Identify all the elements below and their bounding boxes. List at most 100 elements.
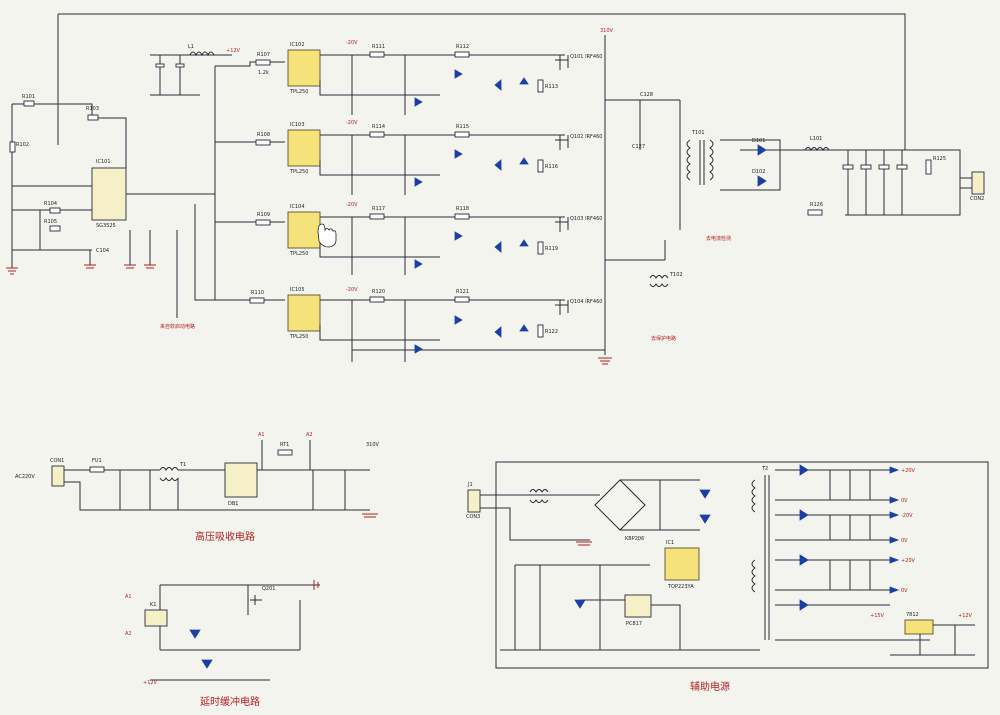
res-r111	[369, 51, 385, 58]
cap-out	[896, 164, 908, 170]
con1-label: CON1	[50, 458, 64, 464]
driver-channel-4: R110 IC105 TPL250 -20V R120 R121 R122 Q1…	[249, 287, 605, 362]
r116-label: R116	[545, 164, 558, 170]
res-r116	[537, 159, 544, 173]
mosfet-q104	[555, 300, 569, 315]
aux-feedback-wires	[500, 564, 760, 651]
top-bus-wire	[58, 13, 906, 150]
res-r108	[255, 139, 271, 146]
ground-symbol	[598, 357, 612, 365]
res-r120	[369, 296, 385, 303]
r101-label: R101	[22, 94, 35, 100]
zener-diode	[494, 241, 502, 253]
ic101-top-wires	[58, 103, 127, 168]
res-r104	[49, 207, 61, 214]
mosfet-q102	[555, 135, 569, 150]
con2-label: CON2	[970, 196, 984, 202]
t101-label: T101	[691, 130, 705, 136]
ic105-label: IC105	[290, 287, 305, 293]
zener-diode	[494, 326, 502, 338]
regulator-wires	[890, 624, 975, 656]
q102-label: Q102 IRF460	[570, 134, 602, 140]
ground-symbol	[576, 541, 592, 546]
bridge-db1	[224, 462, 258, 498]
diode	[201, 659, 213, 669]
aux-out-3: -20V	[901, 513, 913, 519]
r114-label: R114	[372, 124, 385, 130]
ic102-part: TPL250	[289, 89, 308, 95]
ic102-label: IC102	[290, 42, 305, 48]
ic101-part-label: SG3525	[96, 223, 116, 229]
res-r126	[807, 209, 823, 216]
ic101-left-wires	[11, 103, 92, 268]
aux-out-1: +20V	[901, 468, 916, 474]
connector-j1	[467, 489, 481, 513]
r115-label: R115	[456, 124, 469, 130]
ic3-7812	[904, 619, 934, 635]
transformer-t2	[751, 475, 770, 640]
diode	[189, 629, 201, 639]
ic1-top	[664, 547, 700, 581]
aux-frame	[495, 461, 989, 669]
hand-cursor-icon	[317, 223, 337, 248]
inductor-l1	[189, 51, 215, 57]
r120-label: R120	[372, 289, 385, 295]
zener-diode	[414, 177, 423, 187]
ground-symbol	[84, 264, 96, 269]
bridge-value: KBP206	[625, 536, 644, 542]
diode-d101	[757, 144, 767, 156]
aux-plus12-label: +12V	[958, 613, 973, 619]
transformer-t102	[649, 275, 669, 287]
ground-symbol	[144, 264, 156, 269]
aux-out-5: +20V	[901, 558, 916, 564]
a1-label: A1	[258, 432, 265, 438]
zener-diode	[414, 97, 423, 107]
zener-diode	[519, 157, 529, 165]
soft-start-label: 来自软启动电路	[160, 323, 195, 330]
delay-buffer-title: 延时缓冲电路	[200, 695, 260, 708]
driver-channel-2: R108 IC103 TPL250 -20V R114 R115 R116 Q1…	[255, 120, 602, 195]
connector-con1	[51, 465, 65, 487]
ic2-pc817	[624, 594, 652, 618]
ic101-label: IC101	[96, 159, 111, 165]
ic2-part: PC817	[626, 621, 642, 627]
r110-label: R110	[251, 290, 264, 296]
ic103-label: IC103	[290, 122, 305, 128]
aux-plus15-label: +15V	[870, 613, 885, 619]
q104-label: Q104 IRF460	[570, 299, 602, 305]
aux-out-2: 0V	[901, 498, 908, 504]
res-r125	[925, 159, 932, 175]
zener-diode	[414, 344, 423, 354]
vcc-top-label: +12V	[226, 48, 241, 54]
a2-label: A2	[306, 432, 313, 438]
aux-power-section: J1 CON3 KBP206 IC1 TOP223YA PC817 T2 +20…	[466, 461, 989, 693]
l101-label: L101	[810, 136, 822, 142]
res-r114	[369, 131, 385, 138]
driver-feed-wires	[126, 61, 285, 301]
vneg-label-4: -20V	[346, 287, 358, 293]
driver-channel-1: R107 1.2k IC102 TPL250 -20V R111 R112 R1…	[255, 40, 602, 115]
res-rt1	[277, 449, 293, 456]
res-r109	[255, 219, 271, 226]
hv-wires	[64, 469, 370, 511]
cap-out	[860, 164, 872, 170]
zener-diode	[494, 159, 502, 171]
res-r122	[537, 324, 544, 338]
ground-symbol	[313, 580, 319, 590]
protect-label: 去保护电路	[651, 335, 676, 342]
vneg-label-1: -20V	[346, 40, 358, 46]
cap-out	[878, 164, 890, 170]
diode	[799, 509, 809, 521]
mosfet-q103	[555, 217, 569, 232]
l1-label: L1	[188, 44, 194, 50]
ic105-part: TPL250	[289, 334, 308, 340]
zener-diode	[454, 315, 463, 325]
hv-right-wires	[257, 440, 370, 510]
aux-out-4: 0V	[901, 538, 908, 544]
diode	[799, 599, 809, 611]
res-r107	[255, 59, 271, 66]
bridge-output-wires	[605, 99, 681, 261]
inductor-l101	[804, 147, 830, 151]
c128-label: C128	[640, 92, 653, 98]
j1-label: J1	[467, 482, 473, 488]
